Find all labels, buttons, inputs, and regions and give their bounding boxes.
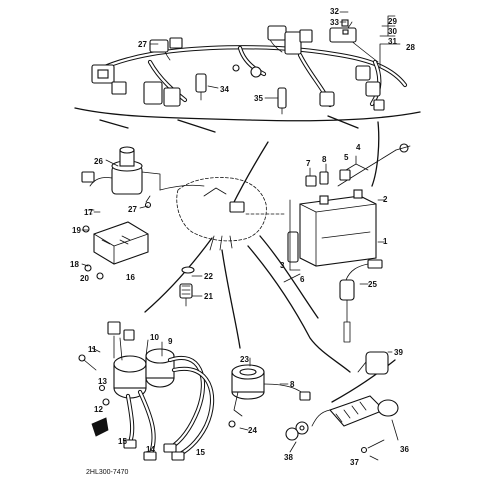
label-35: 35 <box>254 94 263 103</box>
label-26: 26 <box>94 157 103 166</box>
label-23: 23 <box>240 355 249 364</box>
starter-motor-group <box>285 351 399 454</box>
label-8: 8 <box>322 155 327 164</box>
pickup-coil-group <box>228 364 311 428</box>
diagram-code: 2HL300-7470 <box>86 469 129 476</box>
label-22: 22 <box>204 272 213 281</box>
label-11: 11 <box>88 345 97 354</box>
label-12: 12 <box>94 405 103 414</box>
label-30: 30 <box>388 27 397 36</box>
label-14: 14 <box>146 445 155 454</box>
ignition-switch-group <box>81 146 161 203</box>
label-16: 16 <box>126 273 135 282</box>
label-13: 13 <box>98 377 107 386</box>
label-15b: 15 <box>196 448 205 457</box>
ignition-coil-group <box>78 321 215 461</box>
label-39: 39 <box>394 348 403 357</box>
label-17: 17 <box>84 208 93 217</box>
label-32: 32 <box>330 7 339 16</box>
label-6: 6 <box>300 275 305 284</box>
label-34: 34 <box>220 85 229 94</box>
rectifier-group <box>82 201 152 280</box>
label-27: 27 <box>128 205 137 214</box>
label-18: 18 <box>70 260 79 269</box>
label-19: 19 <box>72 226 81 235</box>
label-2: 2 <box>383 195 388 204</box>
label-4: 4 <box>356 143 361 152</box>
label-1: 1 <box>383 237 388 246</box>
label-36: 36 <box>400 445 409 454</box>
label-7: 7 <box>306 159 311 168</box>
label-31: 31 <box>388 37 397 46</box>
label-5: 5 <box>344 153 349 162</box>
wire-harness <box>91 19 408 115</box>
part-number-labels: 1 2 7 8 4 5 3 6 25 26 27 17 19 18 20 16 … <box>70 7 415 476</box>
label-15a: 15 <box>118 437 127 446</box>
leader-lines <box>81 11 401 461</box>
label-37: 37 <box>350 458 359 467</box>
label-8b: 8 <box>290 380 295 389</box>
label-25: 25 <box>368 280 377 289</box>
starter-relay-group <box>339 259 383 343</box>
label-27b: 27 <box>138 40 147 49</box>
label-38: 38 <box>284 453 293 462</box>
label-21: 21 <box>204 292 213 301</box>
frame-silhouette <box>159 177 285 251</box>
label-33: 33 <box>330 18 339 27</box>
label-20: 20 <box>80 274 89 283</box>
relay-group <box>179 266 195 307</box>
label-10: 10 <box>150 333 159 342</box>
battery-group <box>287 143 411 271</box>
label-3: 3 <box>280 261 285 270</box>
label-28: 28 <box>406 43 415 52</box>
label-9: 9 <box>168 337 173 346</box>
label-29: 29 <box>388 17 397 26</box>
label-24: 24 <box>248 426 257 435</box>
